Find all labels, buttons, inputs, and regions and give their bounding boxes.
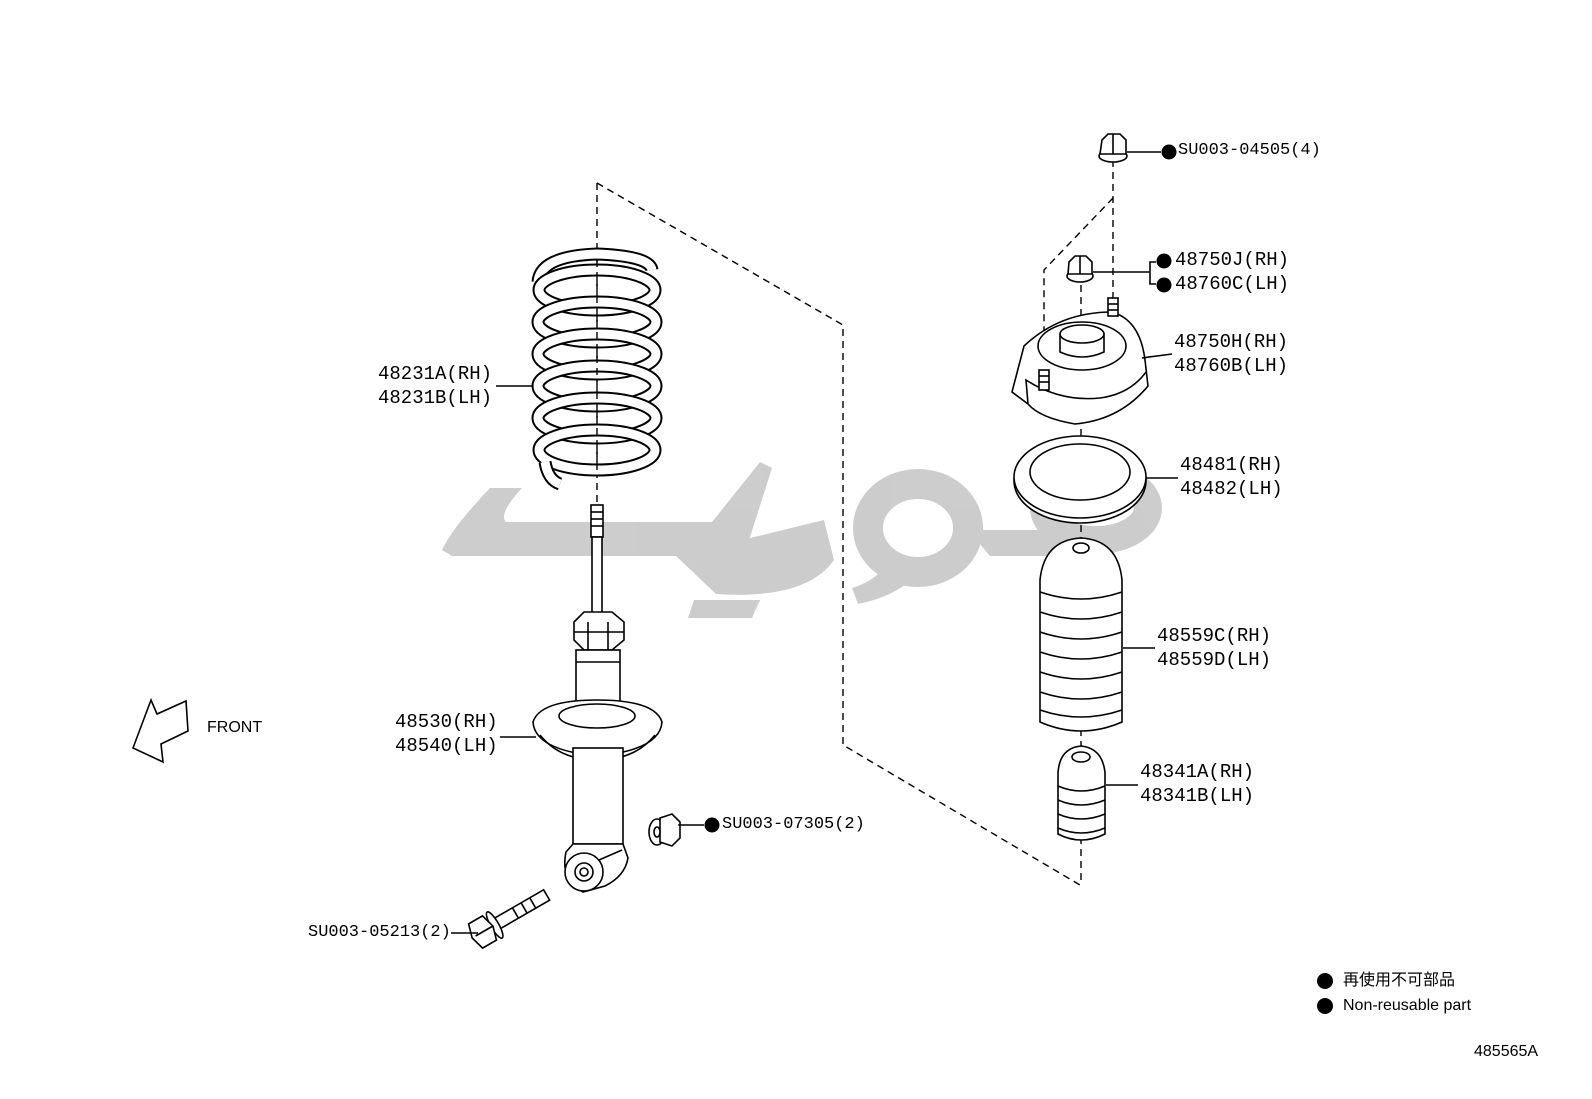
- bullet-icon: [1156, 277, 1172, 293]
- label-shock-lh: 48540(LH): [395, 735, 498, 757]
- shock-absorber: [532, 504, 663, 893]
- legend-text-japanese: 再使用不可部品: [1343, 972, 1456, 989]
- label-bump-stop-rh: 48341A(RH): [1140, 761, 1255, 783]
- non-reusable-markers: [704, 144, 1333, 1014]
- label-bump-stop-lh: 48341B(LH): [1140, 785, 1255, 807]
- label-mount-rh: 48750H(RH): [1174, 331, 1289, 353]
- upper-mount: [1011, 297, 1149, 425]
- label-boot-rh: 48559C(RH): [1157, 625, 1272, 647]
- legend-text-english: Non-reusable part: [1343, 997, 1472, 1014]
- label-mount-nut-rh: 48750J(RH): [1175, 249, 1290, 271]
- label-lower-nut: SU003-07305(2): [722, 815, 865, 834]
- mount-top-nut: [1098, 133, 1128, 163]
- label-mount-lh: 48760B(LH): [1174, 355, 1289, 377]
- label-mount-top-nut: SU003-04505(4): [1178, 141, 1321, 160]
- label-mount-nut-lh: 48760C(LH): [1175, 273, 1290, 295]
- figure-id: 485565A: [1474, 1043, 1539, 1060]
- label-boot-lh: 48559D(LH): [1157, 649, 1272, 671]
- coil-spring: [531, 247, 663, 491]
- label-shock-rh: 48530(RH): [395, 711, 498, 733]
- front-label: FRONT: [207, 719, 263, 736]
- legend-bullet-icon: [1317, 973, 1333, 989]
- mount-nut: [1066, 255, 1094, 283]
- label-lower-bolt: SU003-05213(2): [308, 923, 451, 942]
- shock-lower-bolt: [467, 888, 551, 950]
- label-seat-rh: 48481(RH): [1180, 454, 1283, 476]
- bump-stop: [1057, 745, 1106, 841]
- bullet-icon: [1156, 253, 1172, 269]
- front-arrow-icon: [131, 697, 189, 764]
- label-spring-rh: 48231A(RH): [378, 363, 493, 385]
- label-spring-lh: 48231B(LH): [378, 387, 493, 409]
- label-seat-lh: 48482(LH): [1180, 478, 1283, 500]
- bullet-icon: [1161, 144, 1177, 160]
- bullet-icon: [704, 817, 720, 833]
- bumper-boot: [1039, 537, 1123, 732]
- spring-seat-ring: [1013, 435, 1147, 524]
- leader-lines: [451, 151, 1178, 934]
- legend-bullet-icon: [1317, 998, 1333, 1014]
- shock-lower-nut: [648, 813, 681, 847]
